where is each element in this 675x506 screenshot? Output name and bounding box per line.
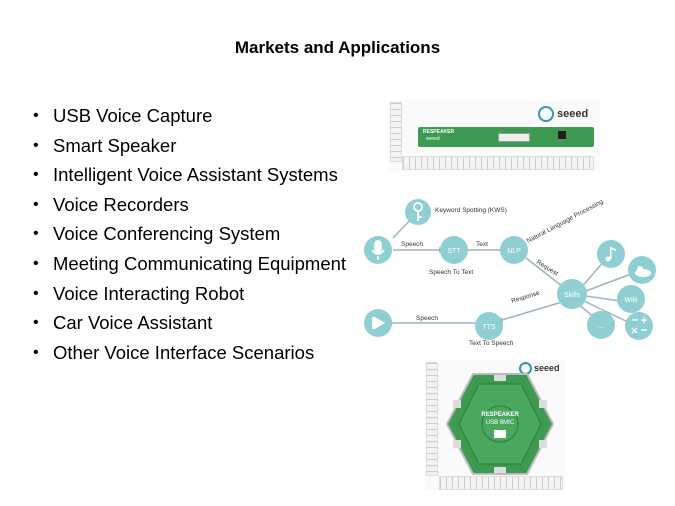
ruler-vertical — [426, 362, 438, 476]
tts-label: TTS — [482, 324, 496, 331]
more-node — [587, 311, 615, 339]
tts-node — [475, 312, 503, 340]
ruler-horizontal — [439, 476, 563, 490]
speaker-icon — [372, 317, 385, 329]
stt-node — [440, 236, 468, 264]
speech-out-text: Speech — [416, 315, 438, 322]
pcb-board: RESPEAKER seeed — [418, 127, 594, 147]
brand-logo: seeed — [538, 106, 588, 122]
list-item: Intelligent Voice Assistant Systems — [33, 165, 363, 186]
list-item: USB Voice Capture — [33, 106, 363, 127]
nlp-label: NLP — [507, 248, 521, 255]
skills-label: Skills — [564, 292, 581, 299]
stt-label: STT — [447, 248, 461, 255]
skills-node — [557, 279, 587, 309]
list-item: Other Voice Interface Scenarios — [33, 342, 363, 363]
microphone-icon — [371, 240, 385, 260]
pcb-board: RESPEAKER USB 6MIC — [445, 373, 555, 475]
usb-connector — [498, 133, 530, 142]
applications-list: USB Voice Capture Smart Speaker Intellig… — [33, 106, 363, 372]
list-item: Voice Recorders — [33, 194, 363, 215]
voice-pipeline-diagram: STT NLP Skills Wiki ... TTS Keyword Spot… — [364, 198, 656, 347]
list-item: Meeting Communicating Equipment — [33, 253, 363, 274]
page-title: Markets and Applications — [234, 38, 441, 57]
board-label: RESPEAKER — [423, 129, 455, 135]
request-arrow — [525, 257, 563, 287]
response-label: Response — [511, 290, 541, 305]
text-to-speech-label: Text To Speech — [469, 340, 514, 347]
respeaker-linear-board-image: seeed RESPEAKER seeed — [388, 100, 600, 172]
calculator-icon — [631, 317, 647, 334]
board-sublabel: seeed — [426, 136, 440, 142]
nlp-full-text: Natural Language Processing — [526, 198, 605, 245]
skills-weather-link — [585, 273, 632, 292]
nlp-node — [500, 236, 528, 264]
skills-music-link — [579, 259, 606, 290]
ruler-horizontal — [402, 156, 594, 170]
board-label: RESPEAKER — [481, 412, 519, 418]
kws-text: Keyword Spotting (KWS) — [435, 207, 507, 214]
response-arrow — [501, 301, 563, 321]
brand-name: seeed — [557, 107, 589, 120]
board-sublabel: USB 6MIC — [486, 420, 515, 426]
skills-wiki-link — [585, 295, 621, 302]
list-item: Car Voice Assistant — [33, 313, 363, 334]
speech-in-text: Speech — [401, 241, 423, 248]
chip — [558, 131, 566, 139]
ruler-vertical — [390, 102, 402, 162]
brand-name: seeed — [534, 362, 560, 373]
calc-node — [625, 312, 653, 340]
wiki-node — [617, 285, 645, 313]
music-note-icon — [605, 247, 616, 262]
skills-calc-link — [583, 300, 629, 323]
ellipsis-label: ... — [598, 323, 604, 330]
list-item: Smart Speaker — [33, 135, 363, 156]
weather-icon — [635, 266, 651, 277]
wiki-label: Wiki — [624, 297, 638, 304]
speech-to-text-label: Speech To Text — [429, 269, 473, 276]
key-icon — [413, 202, 423, 221]
respeaker-usb-6mic-board-image: seeed RESPEAKER USB 6MIC — [425, 360, 565, 490]
list-item: Voice Interacting Robot — [33, 283, 363, 304]
list-item: Voice Conferencing System — [33, 224, 363, 245]
text-label: Text — [476, 241, 488, 248]
